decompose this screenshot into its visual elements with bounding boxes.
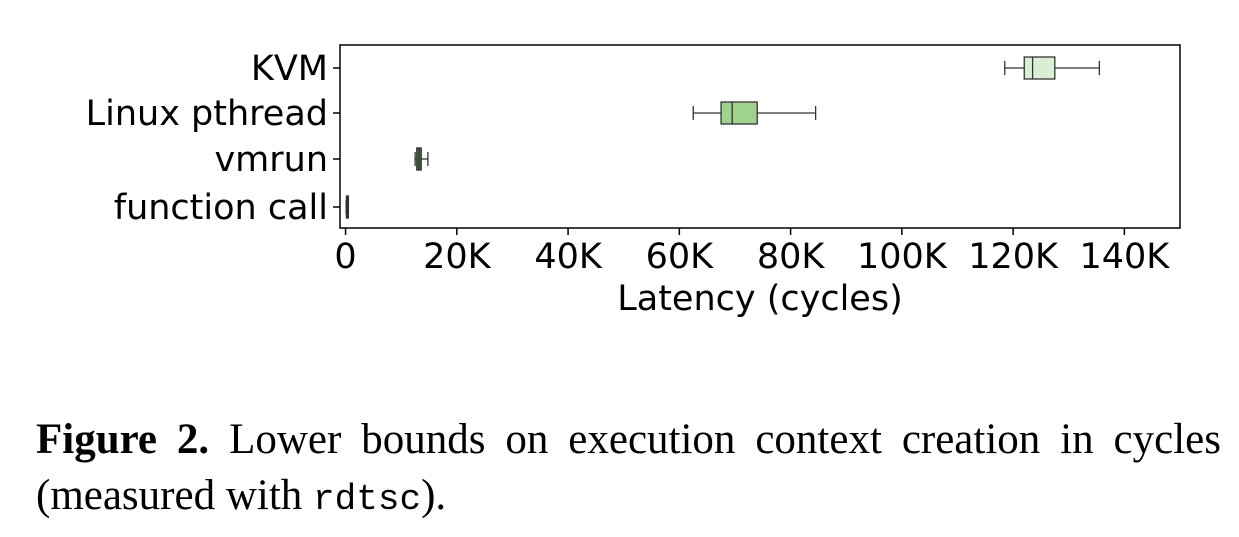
x-tick-label: 60K [646,237,715,277]
x-tick-label: 0 [334,237,356,277]
figure-caption: Figure 2. Lower bounds on execution cont… [36,412,1221,528]
y-tick-label: KVM [251,49,328,89]
x-tick-label: 140K [1079,237,1170,277]
x-tick-label: 80K [757,237,826,277]
x-axis-title: Latency (cycles) [617,279,902,319]
caption-text: Lower bounds on execution context creati… [36,416,1221,519]
y-tick-label: function call [114,188,328,228]
caption-text-end: ). [421,472,447,519]
plot-frame [339,44,1181,229]
y-tick-label: Linux pthread [86,94,328,134]
caption-code: rdtsc [313,479,422,520]
figure-number: Figure 2. [36,416,210,463]
x-tick-label: 120K [968,237,1059,277]
box-linux-pthread [720,101,758,125]
x-tick-label: 40K [534,237,603,277]
y-tick-label: vmrun [214,140,328,180]
x-tick-label: 100K [857,237,948,277]
x-tick-label: 20K [423,237,492,277]
box-kvm [1023,56,1056,80]
